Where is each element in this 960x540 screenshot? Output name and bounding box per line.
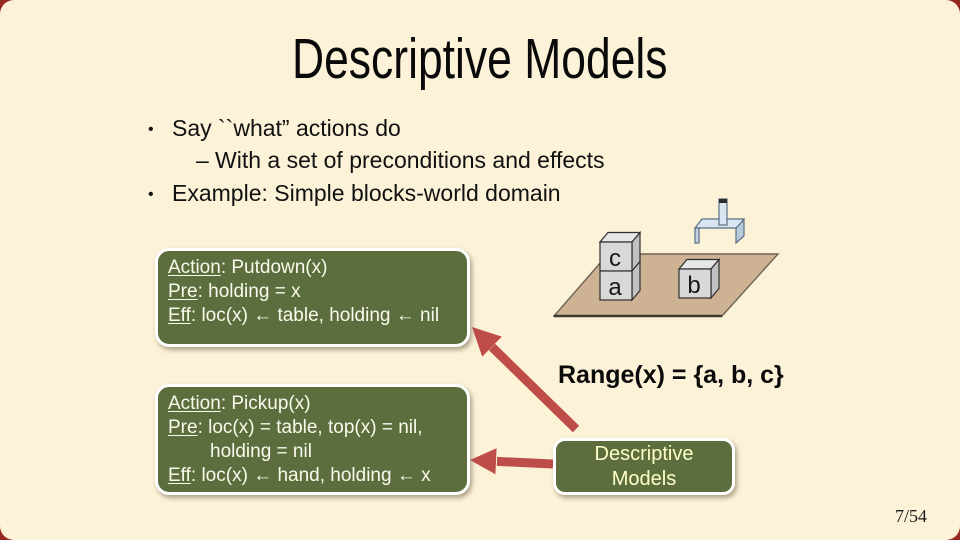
- bullet-example: • Example: Simple blocks-world domain: [148, 179, 561, 209]
- putdown-pre-line: Pre: holding = x: [168, 280, 457, 304]
- pre-label: Pre: [168, 417, 198, 438]
- pre-label: Pre: [168, 281, 198, 302]
- bullet-dot-icon: •: [148, 186, 154, 203]
- sub-bullet-preconditions: –With a set of preconditions and effects: [196, 146, 605, 174]
- range-formula: Range(x) = {a, b, c}: [558, 361, 784, 389]
- dash-marker-icon: –: [196, 147, 209, 173]
- pre-value: : holding = x: [197, 281, 301, 302]
- pre-value: : loc(x) = table, top(x) = nil,: [197, 417, 423, 438]
- slide-title: Descriptive Models: [0, 30, 960, 88]
- block-c-label: c: [609, 245, 621, 272]
- bullet-dot-icon: •: [148, 121, 154, 138]
- pickup-action-box: Action: Pickup(x) Pre: loc(x) = table, t…: [155, 384, 470, 495]
- pickup-eff-line: Eff: loc(x) ← hand, holding ← x: [168, 464, 457, 488]
- eff-label: Eff: [168, 305, 191, 326]
- pickup-action-line: Action: Pickup(x): [168, 392, 457, 416]
- action-value: : Putdown(x): [220, 257, 328, 278]
- descriptive-models-line1: Descriptive: [594, 443, 694, 465]
- bullet-say-what: • Say ``what” actions do: [148, 114, 401, 144]
- block-b-label: b: [687, 272, 700, 299]
- block-a-label: a: [608, 274, 622, 301]
- gripper-icon: [693, 198, 746, 245]
- bullet-text: Example: Simple blocks-world domain: [172, 180, 561, 206]
- page-number: 7/54: [894, 506, 927, 526]
- descriptive-models-box: Descriptive Models: [553, 438, 735, 495]
- sub-bullet-text: With a set of preconditions and effects: [215, 147, 605, 173]
- putdown-action-box: Action: Putdown(x) Pre: holding = x Eff:…: [155, 248, 470, 347]
- action-label: Action: [168, 257, 221, 278]
- eff-label: Eff: [168, 465, 191, 486]
- putdown-action-line: Action: Putdown(x): [168, 256, 457, 280]
- block-b: [677, 257, 721, 300]
- arrow-to-pickup-icon: [470, 448, 554, 475]
- putdown-eff-line: Eff: loc(x) ← table, holding ← nil: [168, 304, 457, 328]
- pickup-pre-continuation-line: holding = nil: [168, 440, 457, 464]
- block-a: [599, 259, 641, 302]
- slide-title-text: Descriptive Models: [292, 27, 668, 91]
- arrow-to-putdown-icon: [472, 327, 580, 433]
- pre-continuation-value: holding = nil: [210, 441, 312, 462]
- descriptive-models-line2: Models: [611, 468, 677, 490]
- eff-value: : loc(x) ← table, holding ← nil: [190, 305, 440, 326]
- bullet-text: Say ``what” actions do: [172, 115, 401, 141]
- eff-value: : loc(x) ← hand, holding ← x: [190, 465, 431, 486]
- action-value: : Pickup(x): [220, 393, 311, 414]
- pickup-pre-line: Pre: loc(x) = table, top(x) = nil,: [168, 416, 457, 440]
- blocks-world-illustration: c a b: [552, 198, 780, 318]
- action-label: Action: [168, 393, 221, 414]
